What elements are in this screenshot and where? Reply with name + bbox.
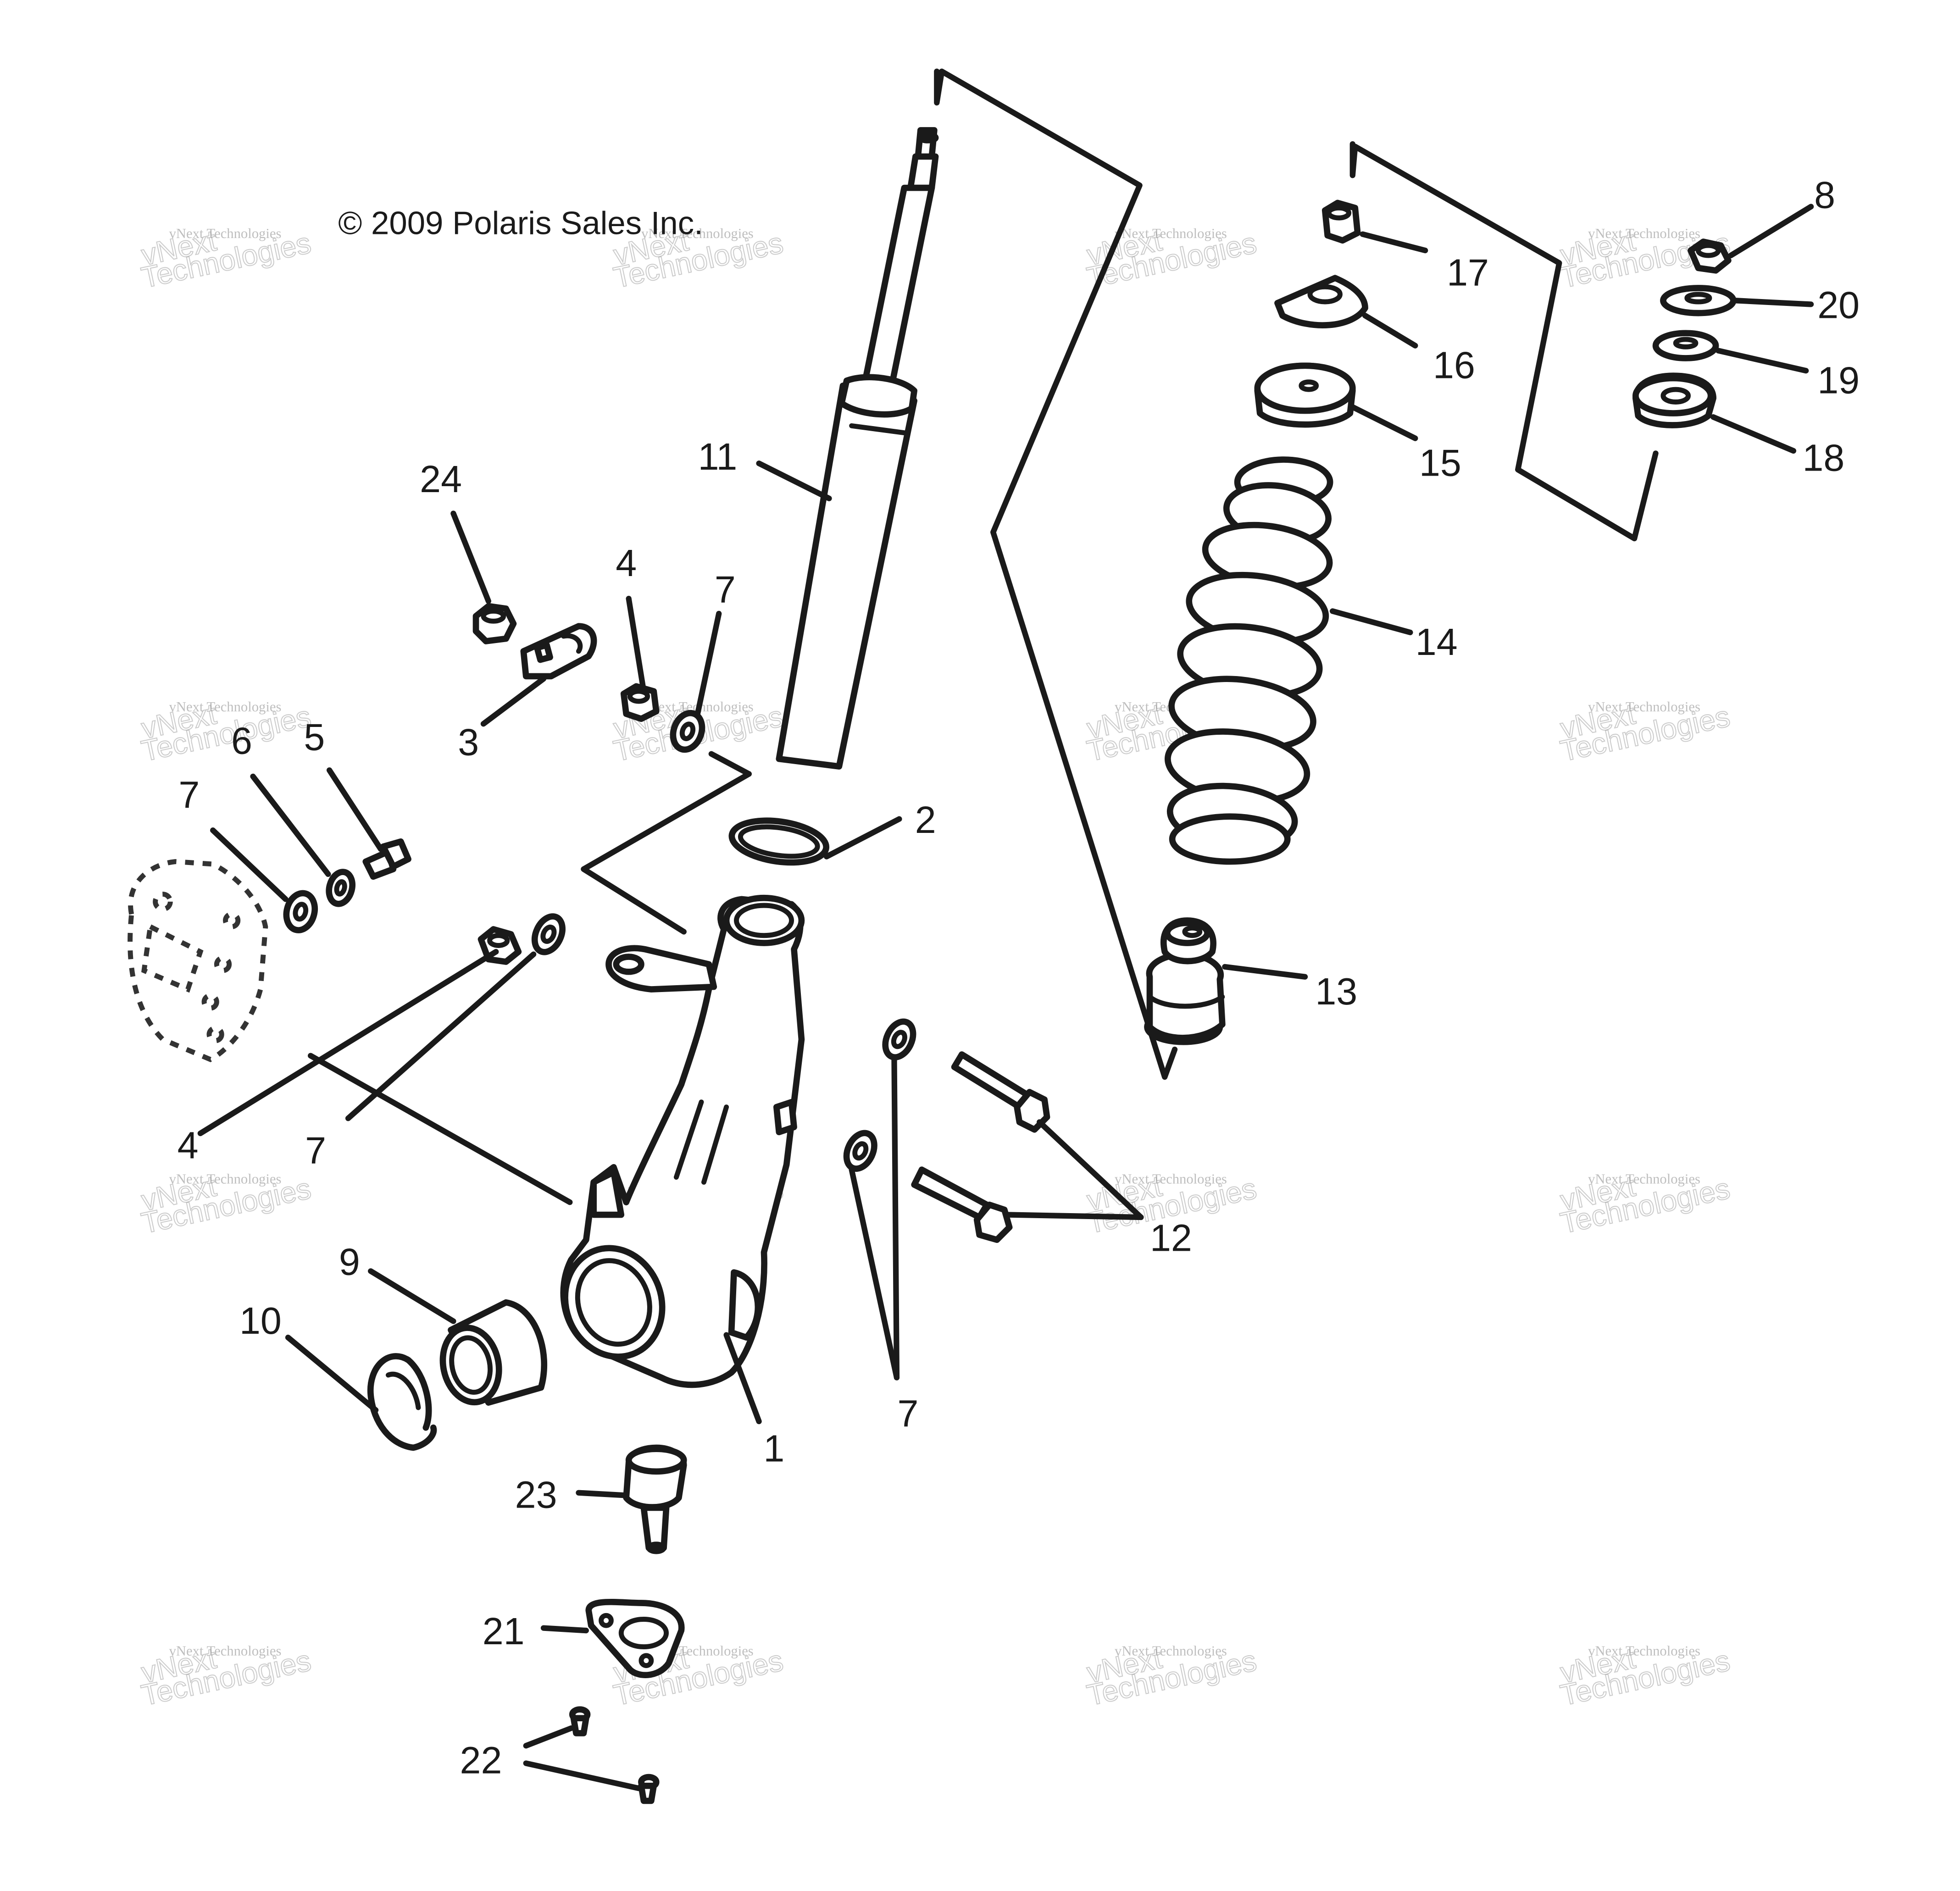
callout-10: 10 [239, 1300, 282, 1342]
callout-8: 8 [1814, 174, 1835, 216]
callout-7-left: 7 [178, 774, 200, 816]
ball-joint-flange [585, 1599, 685, 1679]
callout-20: 20 [1817, 284, 1860, 327]
callout-5: 5 [304, 716, 325, 759]
bolt-5 [362, 838, 411, 880]
wheel-bearing [439, 1299, 548, 1406]
leader-lines [197, 204, 1814, 1791]
svg-text:vNext Technologies: vNext Technologies [1588, 226, 1700, 241]
washer-7-upper [670, 710, 705, 753]
callout-6: 6 [231, 720, 252, 762]
brake-line-clip [520, 623, 597, 680]
nut-17 [1321, 200, 1361, 244]
svg-text:vNext Technologies: vNext Technologies [169, 699, 282, 715]
bushing-18 [1632, 372, 1716, 428]
callout-1: 1 [763, 1427, 784, 1470]
watermark: vNext Technologies vNext Technologies [138, 697, 314, 768]
callout-17: 17 [1447, 252, 1489, 294]
nut-24 [472, 603, 517, 644]
steering-knuckle [560, 894, 805, 1388]
callout-18: 18 [1802, 437, 1844, 479]
upper-seat [1274, 275, 1368, 328]
screw-22-upper [569, 1706, 591, 1736]
washer-20 [1660, 285, 1737, 316]
callout-19: 19 [1817, 359, 1860, 401]
svg-text:vNext Technologies: vNext Technologies [1115, 1171, 1227, 1187]
retaining-ring [367, 1353, 437, 1451]
brake-caliper-reference [128, 859, 268, 1062]
callout-11: 11 [698, 436, 738, 478]
svg-text:vNext Technologies: vNext Technologies [641, 226, 754, 241]
callout-4-lower: 4 [178, 1125, 199, 1167]
spring-retainer [1254, 362, 1356, 428]
callout-24: 24 [420, 458, 462, 500]
bump-stop [1144, 917, 1226, 1045]
watermark: vNext Technologies vNext Technologies [138, 1641, 314, 1713]
svg-text:vNext Technologies: vNext Technologies [1115, 226, 1227, 241]
svg-text:vNext Technologies: vNext Technologies [1588, 1171, 1700, 1187]
callout-21: 21 [483, 1610, 525, 1653]
callout-23: 23 [515, 1474, 557, 1516]
callout-13: 13 [1315, 970, 1357, 1013]
callout-12: 12 [1150, 1217, 1192, 1259]
washer-7-mid [531, 913, 566, 955]
callout-2: 2 [915, 799, 936, 841]
shock-assembly-bracket [934, 68, 1178, 1080]
watermark: vNext Technologies vNext Technologies [1557, 1169, 1733, 1240]
svg-text:vNext Technologies: vNext Technologies [1588, 1643, 1700, 1659]
callouts: 11 2 17 16 15 14 13 8 20 19 18 24 3 4 7 … [178, 174, 1860, 1781]
watermark: vNext Technologies vNext Technologies [138, 223, 314, 295]
washer-19 [1652, 330, 1719, 361]
callout-14: 14 [1416, 621, 1458, 663]
bolt-12-lower [911, 1166, 1013, 1243]
nut-8 [1688, 238, 1732, 274]
callout-7-mid: 7 [305, 1130, 326, 1172]
callout-7-right: 7 [898, 1392, 919, 1435]
ball-joint [623, 1444, 687, 1554]
copyright-notice: © 2009 Polaris Sales Inc. [338, 205, 703, 241]
washer-7-right-lower [843, 1130, 877, 1172]
callout-16: 16 [1433, 344, 1475, 387]
callout-3: 3 [458, 721, 479, 763]
o-ring [728, 817, 830, 866]
washer-7-right-upper [882, 1018, 916, 1060]
svg-text:vNext Technologies: vNext Technologies [1115, 1643, 1227, 1659]
callout-15: 15 [1419, 442, 1461, 484]
washer-6 [326, 869, 355, 907]
callout-4-upper: 4 [616, 542, 637, 584]
watermarks: vNext Technologies vNext Technologies vN… [138, 223, 1733, 1713]
svg-text:vNext Technologies: vNext Technologies [169, 1643, 282, 1659]
knuckle-bracket [581, 771, 752, 935]
watermark: vNext Technologies vNext Technologies [610, 223, 786, 295]
callout-7-upper: 7 [715, 568, 736, 610]
svg-text:vNext Technologies: vNext Technologies [169, 1171, 282, 1187]
svg-text:vNext Technologies: vNext Technologies [1588, 699, 1700, 715]
top-hardware-bracket [1349, 141, 1659, 542]
watermark: vNext Technologies vNext Technologies [1557, 697, 1733, 768]
nut-4-upper [620, 683, 660, 722]
watermark: vNext Technologies vNext Technologies [1083, 1641, 1260, 1713]
callout-22: 22 [460, 1739, 502, 1781]
coil-spring [1165, 456, 1333, 865]
screw-22-lower [638, 1774, 660, 1804]
bolt-12-upper [951, 1051, 1050, 1133]
svg-text:vNext Technologies: vNext Technologies [169, 226, 282, 241]
watermark: vNext Technologies vNext Technologies [138, 1169, 314, 1240]
callout-9: 9 [339, 1241, 360, 1283]
watermark: vNext Technologies vNext Technologies [1557, 1641, 1733, 1713]
strut-shock-absorber [776, 127, 939, 770]
washer-7-left [283, 890, 318, 933]
